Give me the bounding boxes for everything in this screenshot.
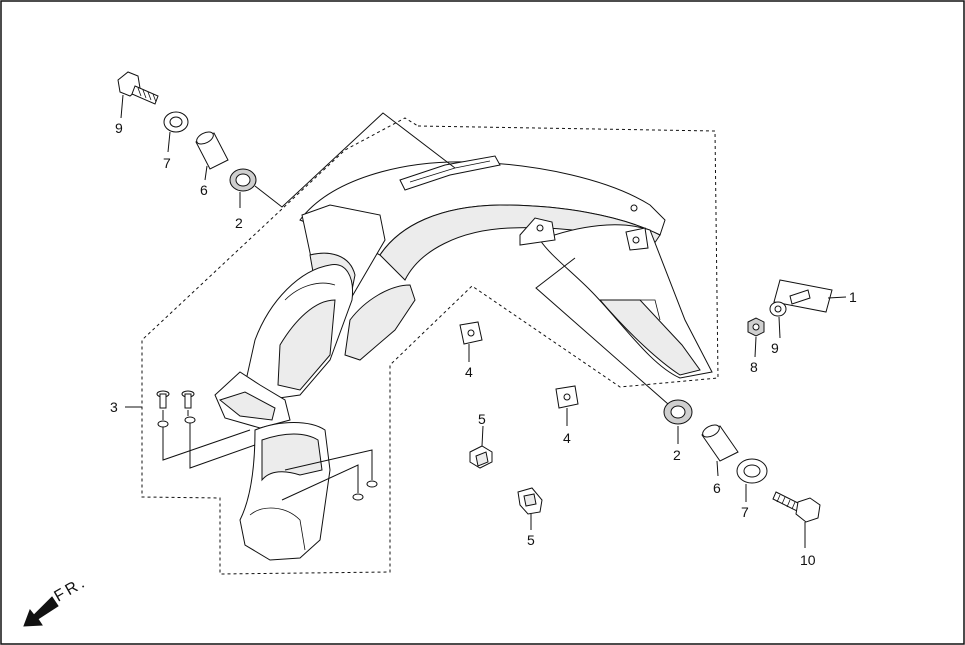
callout-8: 8 — [750, 359, 758, 375]
nut-8 — [747, 317, 765, 337]
washer-3a — [157, 420, 169, 428]
rivet-3a — [156, 390, 170, 409]
direction-label: FR. — [52, 573, 91, 605]
callout-7-top: 7 — [163, 155, 171, 171]
callout-4b: 4 — [563, 430, 571, 446]
callout-10: 9 — [771, 340, 779, 356]
grommet-2-right — [663, 399, 693, 425]
bolt-9-top — [117, 71, 159, 105]
rear-fender — [214, 155, 713, 561]
callout-3: 3 — [110, 399, 118, 415]
leader-lines — [120, 94, 847, 548]
clip-plate-4a — [459, 321, 483, 345]
callout-4a: 4 — [465, 364, 473, 380]
callout-5a: 5 — [478, 411, 486, 427]
washer-3c — [366, 480, 378, 488]
rivet-3b — [181, 390, 195, 409]
washer-3d — [352, 493, 364, 501]
callout-7-right: 7 — [741, 504, 749, 520]
clip-plate-4b — [555, 385, 579, 409]
washer-7-top — [163, 111, 189, 133]
arrow-down-left-icon — [23, 596, 59, 627]
callout-1: 1 — [849, 289, 857, 305]
collar-6-right — [701, 424, 739, 462]
callout-6-top: 6 — [200, 182, 208, 198]
nut-5b — [517, 487, 543, 515]
callout-9-top: 9 — [115, 120, 123, 136]
callout-5b: 5 — [527, 532, 535, 548]
washer-7-right — [736, 458, 768, 484]
callout-2-top: 2 — [235, 215, 243, 231]
bolt-9-right — [772, 491, 821, 523]
callout-2-right: 2 — [673, 447, 681, 463]
callout-6-right: 6 — [713, 480, 721, 496]
plate-1 — [773, 279, 833, 313]
washer-3b — [184, 416, 196, 424]
callout-9-right: 10 — [800, 552, 816, 568]
assembly-outline-fender — [141, 117, 719, 575]
grommet-2-top — [229, 168, 257, 192]
collar-6-top — [195, 131, 229, 170]
nut-5a — [469, 445, 493, 469]
washer-nut-10 — [769, 301, 787, 317]
